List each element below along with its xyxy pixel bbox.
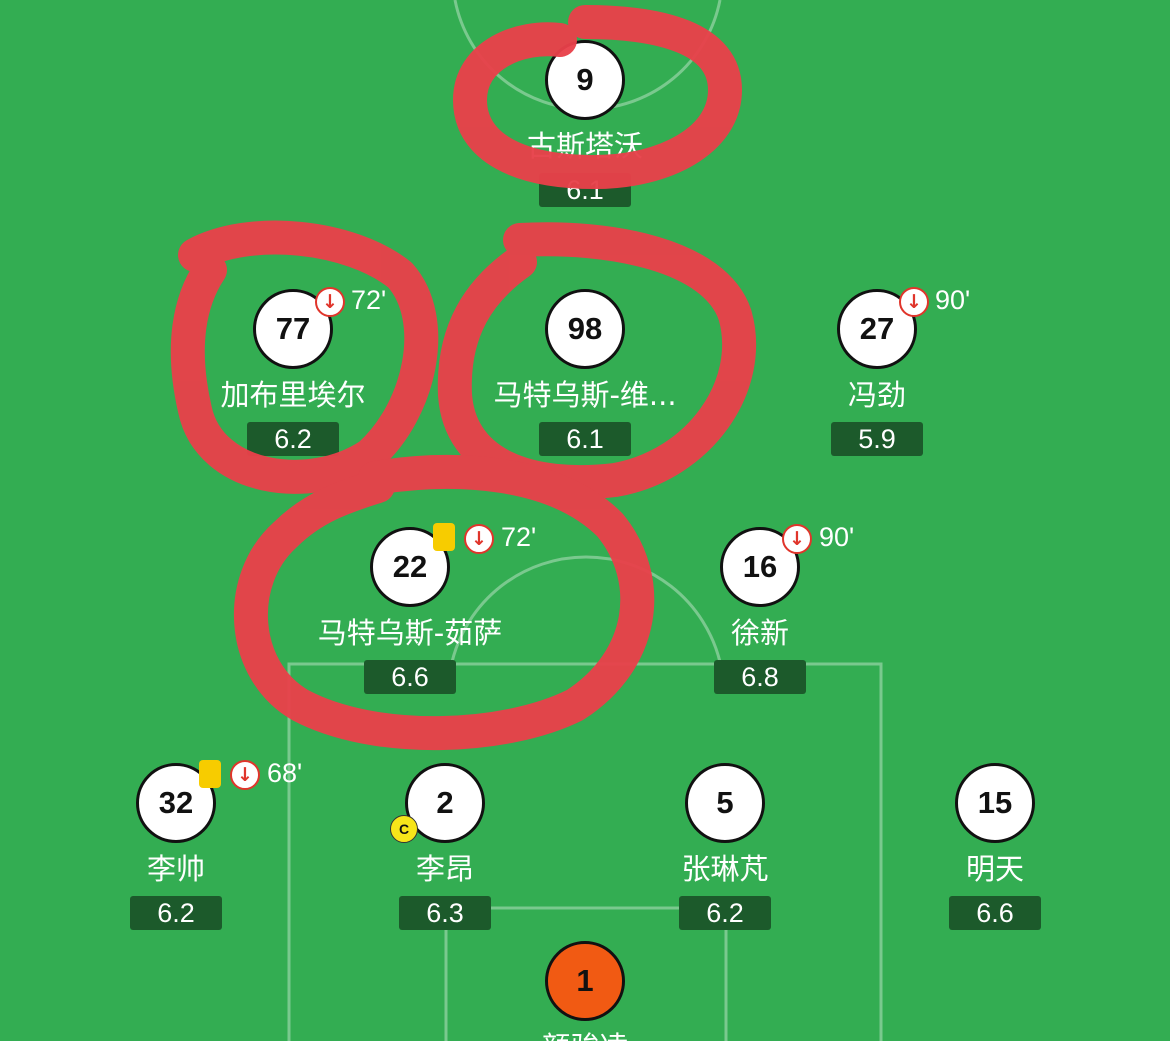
sub-minute: 72' <box>501 522 537 552</box>
sub-minute: 90' <box>819 522 855 552</box>
captain-badge-icon: C <box>390 815 418 843</box>
player-name: 加布里埃尔 <box>220 378 366 412</box>
rating-badge[interactable]: 6.6 <box>364 660 456 694</box>
goal-box <box>444 906 728 1041</box>
player-name: 古斯塔沃 <box>526 129 643 163</box>
jersey-number[interactable]: 5 <box>685 763 765 843</box>
player-name: 徐新 <box>730 616 789 650</box>
sub-off-arrow-icon: ↓ <box>899 287 929 317</box>
jersey-number[interactable]: 2 <box>405 763 485 843</box>
rating-badge[interactable]: 6.3 <box>399 896 491 930</box>
player-name: 冯劲 <box>847 378 906 412</box>
player-name: 明天 <box>965 852 1024 886</box>
yellow-card-icon <box>199 760 221 788</box>
sub-off-arrow-icon: ↓ <box>464 524 494 554</box>
sub-minute: 72' <box>351 285 387 315</box>
rating-badge[interactable]: 6.2 <box>130 896 222 930</box>
jersey-number[interactable]: 98 <box>545 289 625 369</box>
sub-off-arrow-icon: ↓ <box>315 287 345 317</box>
rating-badge[interactable]: 5.9 <box>831 422 923 456</box>
jersey-number[interactable]: 1 <box>545 941 625 1021</box>
jersey-number[interactable]: 9 <box>545 40 625 120</box>
player-name: 颜骏凌 <box>425 1029 745 1041</box>
rating-badge[interactable]: 6.2 <box>247 422 339 456</box>
sub-minute: 90' <box>935 285 971 315</box>
jersey-number[interactable]: 15 <box>955 763 1035 843</box>
player-name: 马特乌斯-维... <box>493 378 677 412</box>
sub-off-arrow-icon: ↓ <box>782 524 812 554</box>
yellow-card-icon <box>433 523 455 551</box>
rating-badge[interactable]: 6.1 <box>539 422 631 456</box>
player-name: 马特乌斯-茹萨 <box>317 616 503 650</box>
player-name: 张琳芃 <box>681 852 769 886</box>
player-name: 李帅 <box>146 852 205 886</box>
rating-badge[interactable]: 6.6 <box>949 896 1041 930</box>
rating-badge[interactable]: 6.8 <box>714 660 806 694</box>
rating-badge[interactable]: 6.2 <box>679 896 771 930</box>
sub-minute: 68' <box>267 758 303 788</box>
rating-badge[interactable]: 6.1 <box>539 173 631 207</box>
player-name: 李昂 <box>415 852 474 886</box>
sub-off-arrow-icon: ↓ <box>230 760 260 790</box>
